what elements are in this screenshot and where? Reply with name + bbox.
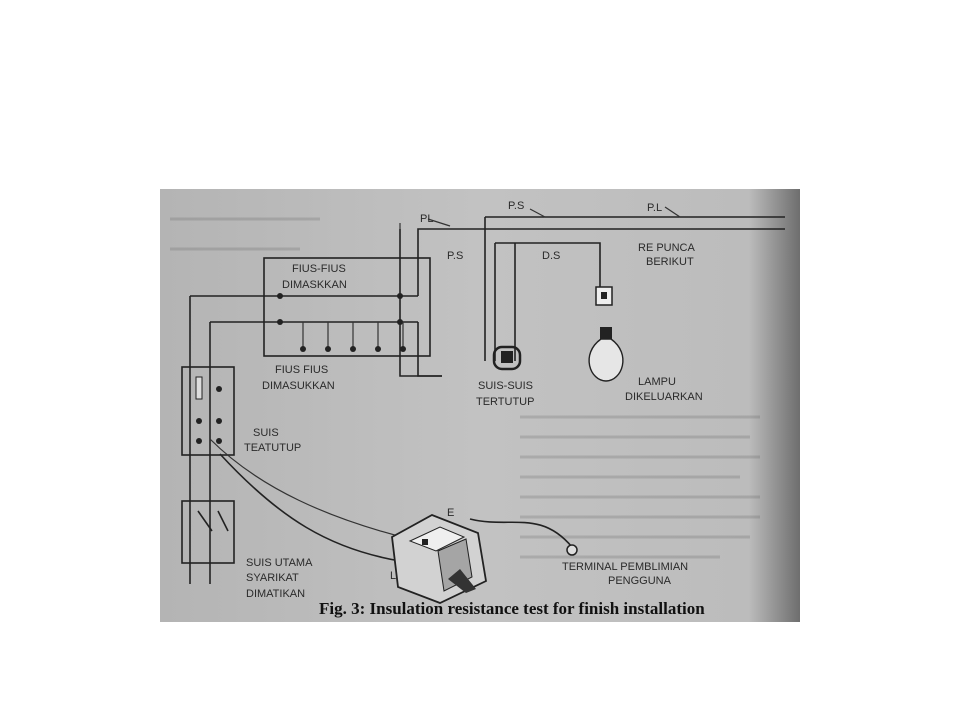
label-consumer-terminal-1: TERMINAL PEMBLIMIAN [562, 561, 688, 573]
fuse-unit-fuse [195, 376, 203, 400]
label-lamp-removed-1: LAMPU [638, 376, 676, 388]
faint-page-text [170, 217, 760, 559]
pl-right-pointer [664, 206, 681, 218]
label-main-switch-3: DIMATIKAN [246, 588, 305, 600]
ps-pointer [529, 208, 546, 218]
label-switches-closed-2: TERTUTUP [476, 396, 534, 408]
main-switch-open-blades [197, 510, 229, 532]
label-consumer-terminal-2: PENGGUNA [608, 575, 672, 587]
ceiling-rose-terminal [601, 292, 607, 299]
fuse-board-box [263, 257, 431, 357]
label-ps-top: P.S [508, 200, 524, 212]
insulation-tester-icon [391, 514, 487, 604]
label-meter-l: L [390, 570, 396, 582]
circuit-wire-top [417, 228, 785, 296]
label-next-point-2: BERIKUT [646, 256, 694, 268]
label-fuses-box-2: DIMASKKAN [282, 279, 347, 291]
pl-pointer [427, 218, 451, 227]
label-meter-e: E [447, 507, 454, 519]
circuit-wire-left [399, 229, 442, 377]
fuse-unit-terminals [196, 386, 222, 444]
label-fuses-inserted-2: DIMASUKKAN [262, 380, 335, 392]
test-lead-l [219, 453, 401, 562]
label-switch-closed-2: TEATUTUP [244, 442, 301, 454]
label-pl-top: PL [420, 213, 433, 225]
ds-wire-to-lamp [495, 242, 601, 287]
scanned-diagram: PL P.S P.L P.S D.S RE PUNCA BERIKUT FIUS… [160, 189, 800, 622]
consumer-terminal-point [566, 544, 578, 556]
label-switches-closed-1: SUIS-SUIS [478, 380, 533, 392]
switch-toggle [501, 351, 513, 363]
sub-circuit-fuses [300, 322, 406, 352]
label-ps-mid: P.S [447, 250, 463, 262]
test-lead-live [209, 438, 411, 540]
label-next-point-1: RE PUNCA [638, 242, 696, 254]
label-main-switch-1: SUIS UTAMA [246, 557, 313, 569]
lamp-removed-icon [588, 327, 624, 382]
label-lamp-removed-2: DIKELUARKAN [625, 391, 703, 403]
label-pl-right: P.L [647, 202, 662, 214]
switch-closed-symbol [492, 345, 522, 371]
label-switch-closed-1: SUIS [253, 427, 279, 439]
wiring-diagram: PL P.S P.L P.S D.S RE PUNCA BERIKUT FIUS… [160, 189, 800, 622]
label-fuses-inserted-1: FIUS FIUS [275, 364, 328, 376]
figure-caption: Fig. 3: Insulation resistance test for f… [319, 599, 705, 618]
main-switch-box [181, 500, 235, 564]
test-lead-e [469, 518, 573, 548]
label-fuses-box-1: FIUS-FIUS [292, 263, 346, 275]
fuse-unit-box [181, 366, 235, 456]
label-main-switch-2: SYARIKAT [246, 572, 299, 584]
label-ds: D.S [542, 250, 560, 262]
